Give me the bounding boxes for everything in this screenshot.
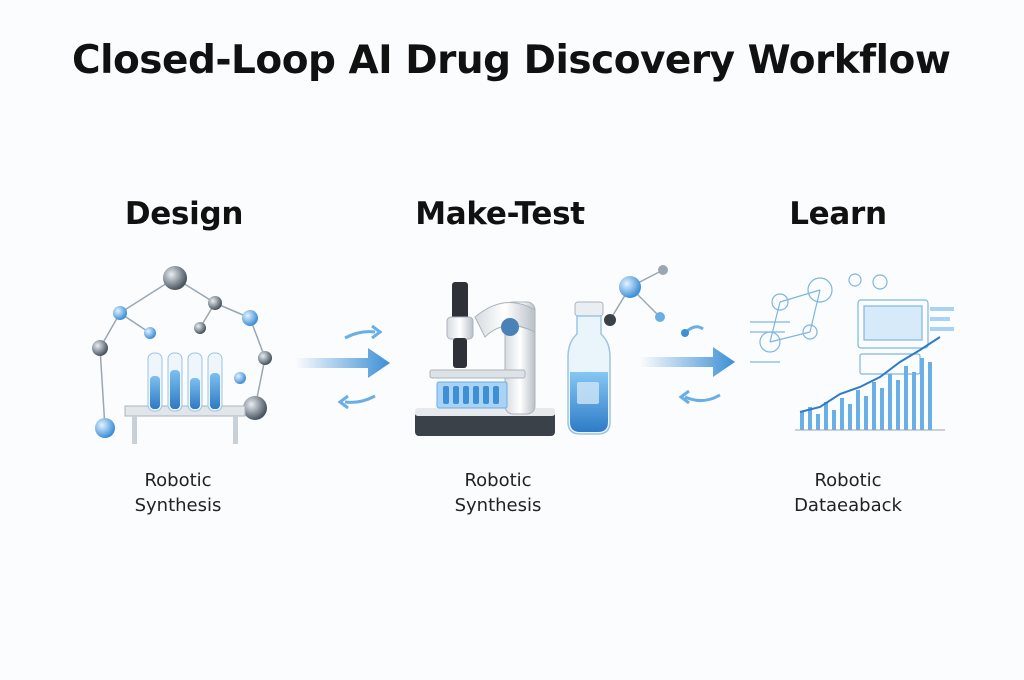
stage-caption-learn: Robotic Dataeaback [738,468,958,518]
data-dashboard-icon [750,273,954,431]
cycle-arrows-2-icon [640,325,735,405]
stage-heading-make-test: Make-Test [415,196,585,232]
caption-line-2: Synthesis [134,495,222,516]
caption-line-1: Robotic [464,470,532,491]
stage-heading-learn: Learn [789,196,887,232]
diagram-title: Closed-Loop AI Drug Discovery Workflow [72,38,951,83]
stage-heading-design: Design [124,196,244,232]
microscope-flask-icon [415,265,668,436]
caption-line-2: Dataeaback [794,495,902,516]
caption-line-1: Robotic [814,470,882,491]
cycle-arrows-1-icon [295,324,390,410]
caption-line-1: Robotic [144,470,212,491]
stage-caption-make-test: Robotic Synthesis [388,468,608,518]
stage-caption-design: Robotic Synthesis [68,468,288,518]
caption-line-2: Synthesis [454,495,542,516]
test-tubes-molecules-icon [92,266,272,444]
